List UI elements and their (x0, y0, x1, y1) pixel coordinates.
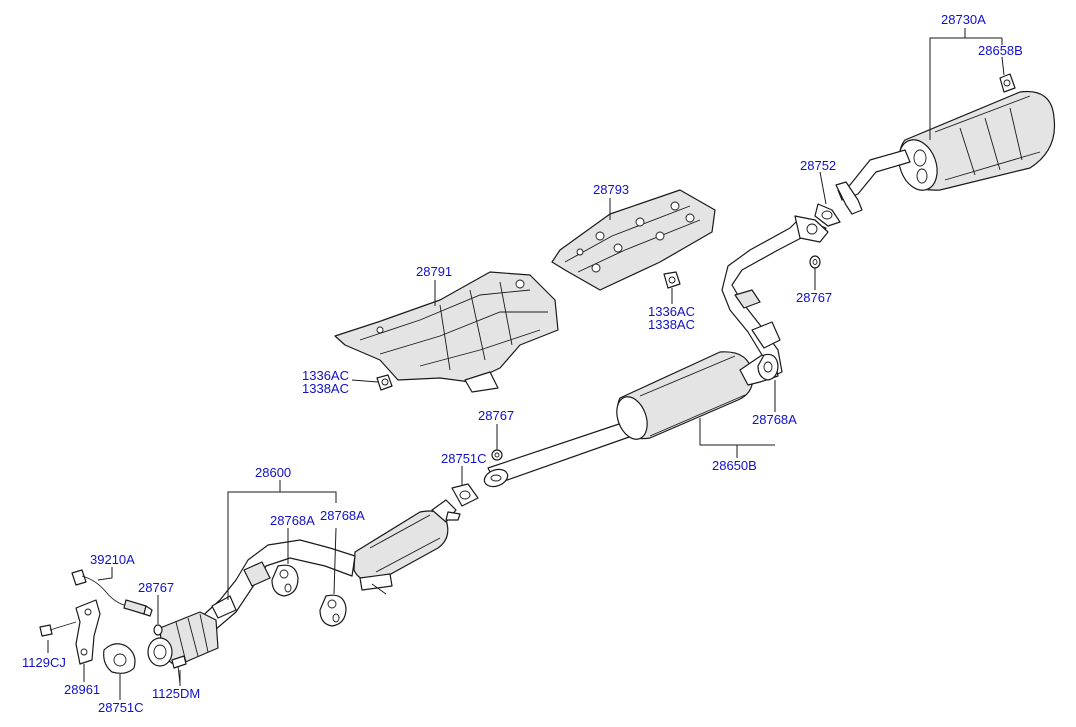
label-28752[interactable]: 28752 (800, 158, 836, 173)
rear-pipe[interactable] (721, 215, 829, 379)
nut-28767-tail[interactable] (809, 255, 821, 269)
label-39210a[interactable]: 39210A (90, 552, 135, 567)
gasket-28751c-center[interactable] (451, 483, 479, 507)
hanger-28768a-b[interactable] (319, 594, 347, 627)
nut-28767-center[interactable] (491, 449, 503, 461)
bolt-1125dm[interactable] (171, 655, 187, 685)
leader-lines (47, 28, 1005, 700)
nut-1336ac-mid[interactable] (663, 271, 681, 289)
label-1129cj[interactable]: 1129CJ (22, 655, 66, 670)
oxygen-sensor-39210a[interactable] (71, 569, 153, 617)
center-muffler-28650b[interactable] (482, 351, 779, 490)
label-1125dm[interactable]: 1125DM (152, 686, 200, 701)
label-28658b[interactable]: 28658B (978, 43, 1023, 58)
rear-muffler-assembly[interactable] (835, 73, 1056, 215)
label-28767-left[interactable]: 28767 (138, 580, 174, 595)
label-1338ac-mid[interactable]: 1338AC (648, 317, 695, 332)
label-1336ac-mid[interactable]: 1336AC (648, 304, 695, 319)
label-1336ac-left[interactable]: 1336AC (302, 368, 349, 383)
label-28768a-a[interactable]: 28768A (270, 513, 315, 528)
label-28650b[interactable]: 28650B (712, 458, 757, 473)
label-28768a-b[interactable]: 28768A (320, 508, 365, 523)
bracket-28961[interactable] (75, 599, 101, 665)
heat-shield-28793[interactable] (551, 189, 716, 291)
gasket-28752[interactable] (814, 203, 841, 227)
label-28768a-right[interactable]: 28768A (752, 412, 797, 427)
label-28730a[interactable]: 28730A (941, 12, 986, 27)
label-28600[interactable]: 28600 (255, 465, 291, 480)
bolt-1129cj[interactable] (39, 621, 77, 637)
label-28751c-left[interactable]: 28751C (98, 700, 144, 715)
heat-shield-28791[interactable] (334, 271, 559, 393)
hanger-28768a-right[interactable] (757, 353, 779, 381)
hanger-28768a-a[interactable] (271, 564, 299, 597)
label-28767-tail[interactable]: 28767 (796, 290, 832, 305)
nut-1336ac-left[interactable] (376, 374, 393, 391)
label-28791[interactable]: 28791 (416, 264, 452, 279)
gasket-28751c-left[interactable] (103, 643, 136, 674)
label-28961[interactable]: 28961 (64, 682, 100, 697)
label-28751c-center[interactable]: 28751C (441, 451, 487, 466)
label-28767-center[interactable]: 28767 (478, 408, 514, 423)
label-1338ac-left[interactable]: 1338AC (302, 381, 349, 396)
callout-labels: 28730A 28658B 28752 28767 28793 1336AC 1… (22, 12, 1023, 715)
label-28793[interactable]: 28793 (593, 182, 629, 197)
front-pipe-catalytic-converter[interactable] (147, 499, 461, 667)
nut-28767-left[interactable] (153, 624, 163, 636)
